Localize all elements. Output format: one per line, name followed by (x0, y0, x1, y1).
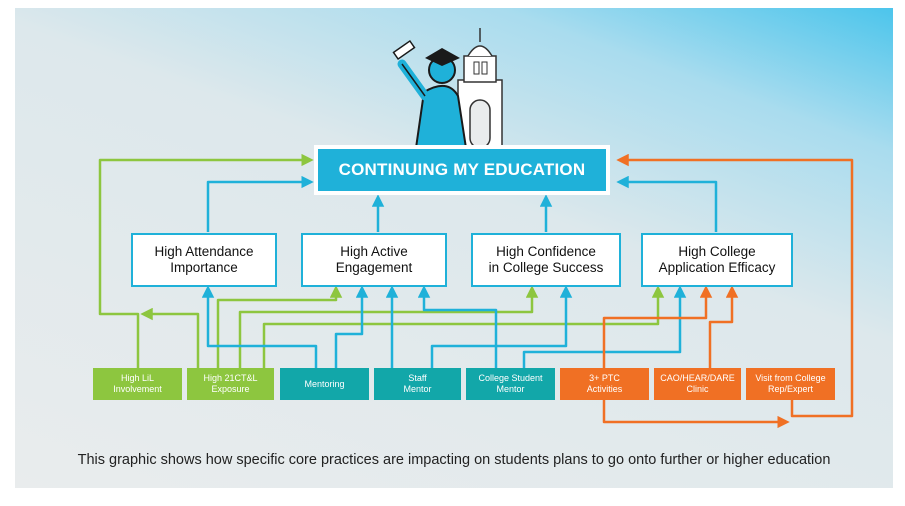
college-building-icon (457, 28, 503, 149)
outcome-label: High College Application Efficacy (658, 244, 776, 275)
outcome-label: High Active Engagement (335, 244, 413, 275)
outcome-label: High Attendance Importance (154, 244, 254, 275)
practice-label: Mentoring (304, 378, 345, 389)
practice-label: College Student Mentor (478, 373, 543, 394)
practice-ptc-activities: 3+ PTC Activities (560, 368, 649, 400)
caption: This graphic shows how specific core pra… (77, 452, 831, 468)
practice-label: 3+ PTC Activities (586, 373, 623, 394)
practice-label: High LiL Involvement (113, 373, 162, 394)
practice-staff-mentor: Staff Mentor (374, 368, 461, 400)
outcome-attendance-importance: High Attendance Importance (131, 233, 277, 287)
connector-lines (98, 153, 854, 429)
practice-label: CAO/HEAR/DARE Clinic (660, 373, 735, 394)
practice-college-rep-visit: Visit from College Rep/Expert (746, 368, 835, 400)
practice-college-student-mentor: College Student Mentor (466, 368, 555, 400)
practice-mentoring: Mentoring (280, 368, 369, 400)
goal-label: CONTINUING MY EDUCATION (338, 160, 586, 179)
goal-continuing-education: CONTINUING MY EDUCATION (314, 145, 610, 195)
outcome-label: High Confidence in College Success (488, 244, 604, 275)
outcome-active-engagement: High Active Engagement (301, 233, 447, 287)
practice-label: High 21CT&L Exposure (203, 373, 258, 394)
practice-cao-hear-dare-clinic: CAO/HEAR/DARE Clinic (654, 368, 741, 400)
graduate-icon (392, 39, 468, 149)
outcome-confidence-college: High Confidence in College Success (471, 233, 621, 287)
practice-21ctl-exposure: High 21CT&L Exposure (187, 368, 274, 400)
practice-lil-involvement: High LiL Involvement (93, 368, 182, 400)
outcome-application-efficacy: High College Application Efficacy (641, 233, 793, 287)
practice-label: Staff Mentor (403, 373, 432, 394)
practice-label: Visit from College Rep/Expert (755, 373, 826, 394)
